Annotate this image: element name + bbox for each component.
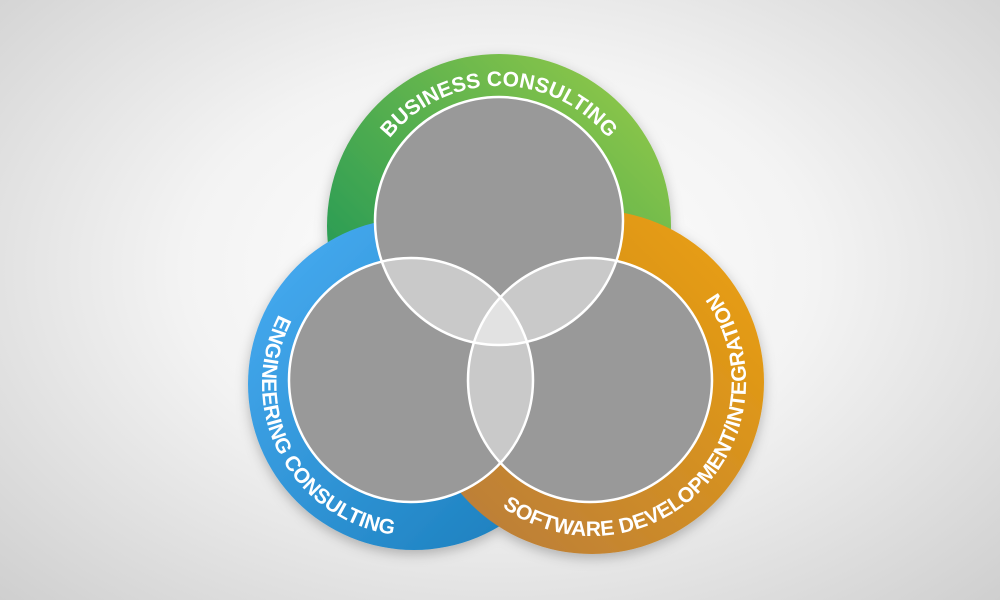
engineering-outline (287, 256, 535, 504)
software-outline (466, 256, 714, 504)
business-outline (373, 95, 625, 347)
business-software-overlap (468, 258, 623, 345)
business-engineering-overlap (375, 258, 533, 345)
